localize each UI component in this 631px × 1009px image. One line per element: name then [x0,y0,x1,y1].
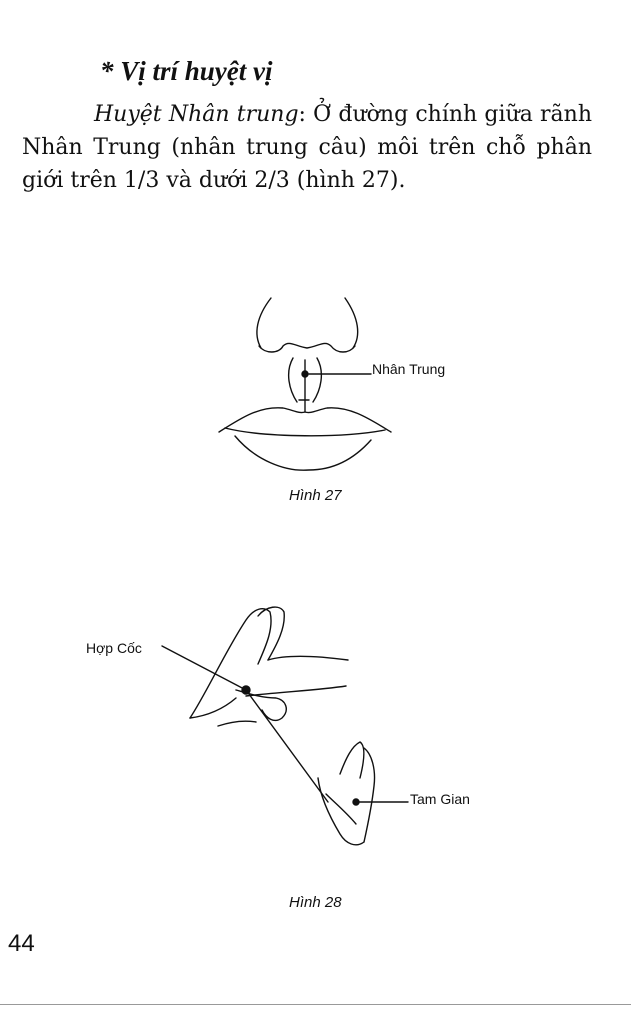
philtrum-left [289,358,297,402]
lower-lip [235,436,371,470]
nose-left-line [257,298,271,348]
figure-28-illustration [150,598,430,858]
lower-hand-fingers [340,742,364,778]
wrist-line [218,721,256,726]
bottom-rule [0,1004,631,1005]
hand-lower [246,686,346,696]
tam-gian-label: Tam Gian [410,791,470,807]
section-heading: * Vị trí huyệt vị [100,56,273,87]
body-paragraph: Huyệt Nhân trung: Ở đường chính giữa rãn… [22,98,592,197]
point-name: Huyệt Nhân trung [94,102,299,127]
upper-lip [219,408,391,432]
lower-hand-left [318,778,364,845]
hand-upper [268,656,348,660]
figure-27-illustration [205,290,405,480]
hop-coc-leader-lower [246,690,328,802]
lower-hand-palm [326,794,356,824]
figure-28-caption: Hình 28 [289,894,342,911]
nose-right-line [345,298,358,348]
philtrum-right [313,358,321,402]
nose-base [259,343,355,352]
nhan-trung-label: Nhân Trung [372,361,445,377]
hop-coc-label: Hợp Cốc [86,640,142,656]
lip-line [225,428,385,436]
lower-hand-right [364,748,375,842]
nhan-trung-point [302,371,308,377]
figure-27-caption: Hình 27 [289,487,342,504]
hop-coc-leader-upper [162,646,246,690]
page-number: 44 [8,930,35,958]
